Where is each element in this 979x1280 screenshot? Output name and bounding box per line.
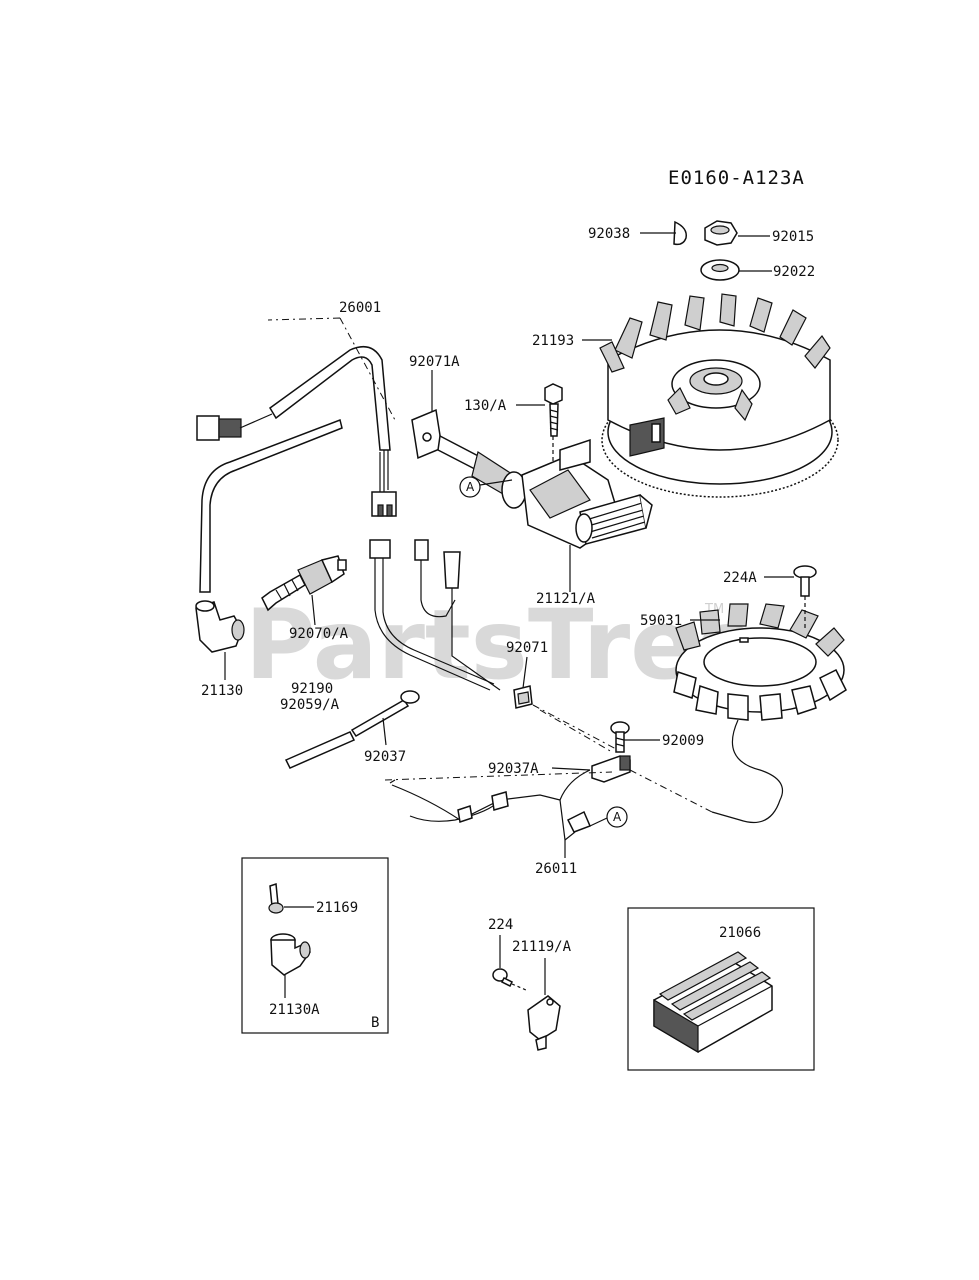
label-21130[interactable]: 21130 xyxy=(201,683,243,699)
plug-cap-21130[interactable] xyxy=(195,600,245,653)
high-tension-tube xyxy=(199,418,343,593)
label-224[interactable]: 224 xyxy=(488,917,513,933)
watermark: PartsTree xyxy=(245,589,760,701)
label-130A[interactable]: 130/A xyxy=(464,398,507,414)
screw-224A[interactable] xyxy=(793,565,817,597)
label-92009[interactable]: 92009 xyxy=(662,733,704,749)
ignition-coil-21121A[interactable] xyxy=(437,434,653,549)
label-21130A[interactable]: 21130A xyxy=(269,1002,320,1018)
label-59031[interactable]: 59031 xyxy=(640,613,682,629)
label-92059A[interactable]: 92059/A xyxy=(280,697,340,713)
tube-pin xyxy=(284,731,356,769)
label-21119A[interactable]: 21119/A xyxy=(512,939,572,955)
bracket-92037A[interactable] xyxy=(591,755,631,783)
label-92190[interactable]: 92190 xyxy=(291,681,333,697)
band-92037[interactable] xyxy=(350,690,420,738)
clip-21169[interactable] xyxy=(268,882,284,914)
stator-lead xyxy=(711,719,784,824)
nut-92015[interactable] xyxy=(704,220,738,246)
washer-92022[interactable] xyxy=(700,259,740,281)
bracket-92071A[interactable] xyxy=(411,408,443,460)
wire-harness-26001[interactable] xyxy=(196,345,397,517)
label-92070A[interactable]: 92070/A xyxy=(289,626,349,642)
svg-text:A: A xyxy=(466,480,475,494)
label-92022[interactable]: 92022 xyxy=(773,264,815,280)
label-92037[interactable]: 92037 xyxy=(364,749,406,765)
label-26001[interactable]: 26001 xyxy=(339,300,381,316)
regulator-box xyxy=(627,907,815,1071)
flywheel-21193[interactable] xyxy=(599,293,839,498)
label-92071[interactable]: 92071 xyxy=(506,640,548,656)
callout-a-coil: A xyxy=(459,476,481,498)
inset-letter: B xyxy=(371,1015,379,1031)
pulser-coil-21119A[interactable] xyxy=(527,995,561,1051)
stator-59031[interactable] xyxy=(673,603,847,721)
diagram-code: E0160-A123A xyxy=(668,167,805,189)
label-21169[interactable]: 21169 xyxy=(316,900,358,916)
label-224A[interactable]: 224A xyxy=(723,570,757,586)
label-92037A[interactable]: 92037A xyxy=(488,761,539,777)
svg-text:A: A xyxy=(613,810,622,824)
key-92038[interactable] xyxy=(673,220,688,246)
bolt-130A[interactable] xyxy=(544,383,563,437)
label-21193[interactable]: 21193 xyxy=(532,333,574,349)
lead-wires xyxy=(369,539,501,691)
clamp-92071[interactable] xyxy=(513,685,533,709)
label-21121A[interactable]: 21121/A xyxy=(536,591,596,607)
label-92015[interactable]: 92015 xyxy=(772,229,814,245)
label-26011[interactable]: 26011 xyxy=(535,861,577,877)
label-92038[interactable]: 92038 xyxy=(588,226,630,242)
screw-224[interactable] xyxy=(492,968,514,988)
screw-92009[interactable] xyxy=(610,721,630,753)
plug-cap-21130A[interactable] xyxy=(270,933,311,976)
regulator-21066[interactable] xyxy=(653,951,773,1054)
ground-lead-26011[interactable] xyxy=(389,769,591,841)
callout-a-lead: A xyxy=(606,806,628,828)
inset-box-b xyxy=(241,857,389,1034)
label-92071A[interactable]: 92071A xyxy=(409,354,460,370)
spark-plug-92070A[interactable] xyxy=(261,555,347,612)
label-21066[interactable]: 21066 xyxy=(719,925,761,941)
